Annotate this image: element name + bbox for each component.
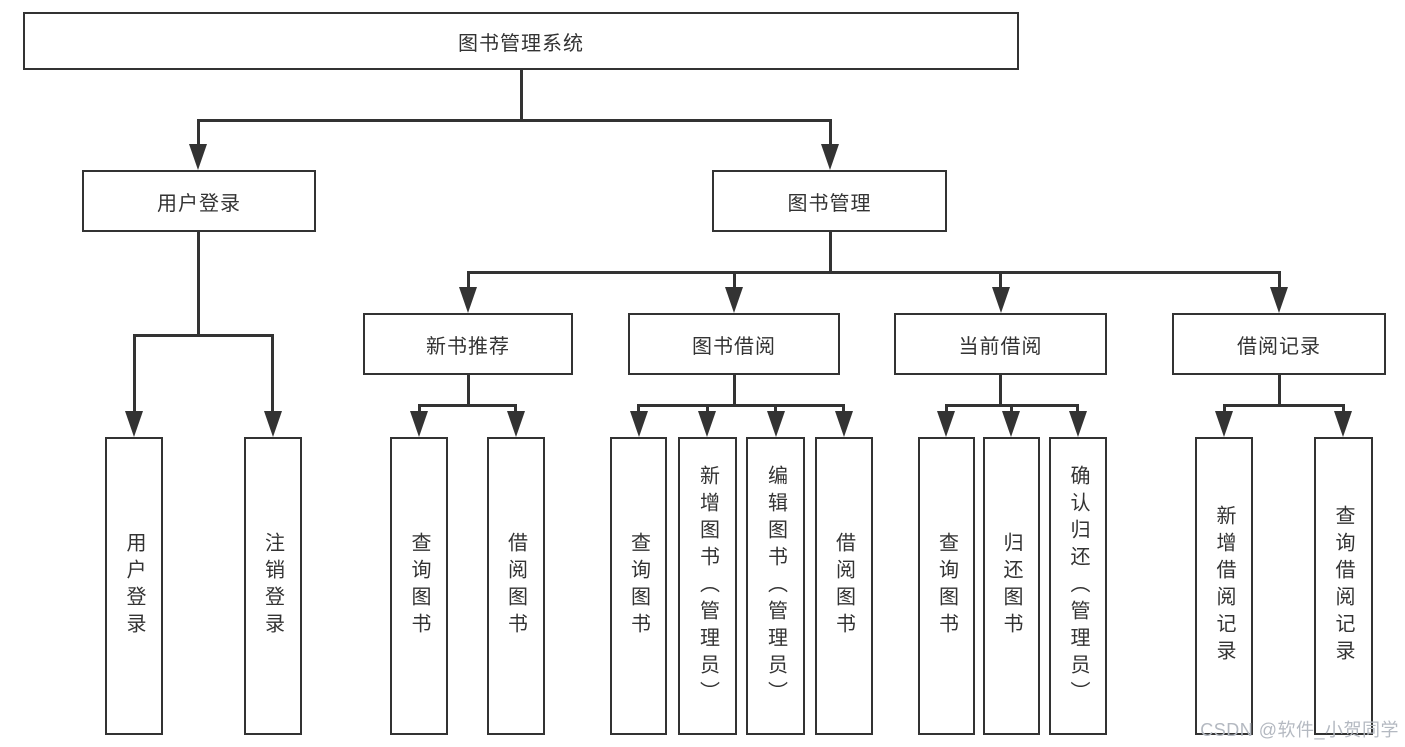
connector-line (1277, 271, 1281, 289)
connector-line (196, 119, 200, 147)
node-current-borrow: 当前借阅 (894, 313, 1107, 375)
connector-arrow (459, 287, 477, 313)
leaf-confirm-return-admin: 确认归还（管理员） (1049, 437, 1107, 735)
connector-line (466, 271, 470, 289)
node-library-system: 图书管理系统 (23, 12, 1019, 70)
connector-arrow (725, 287, 743, 313)
connector-line (637, 404, 640, 413)
connector-arrow (937, 411, 955, 437)
connector-line (732, 375, 736, 406)
connector-line (1076, 404, 1079, 413)
connector-arrow (698, 411, 716, 437)
connector-line (999, 375, 1002, 406)
leaf-add-borrow-record: 新增借阅记录 (1195, 437, 1253, 735)
connector-arrow (125, 411, 143, 437)
node-new-book-recommend: 新书推荐 (363, 313, 573, 375)
leaf-add-books-admin: 新增图书（管理员） (678, 437, 737, 735)
connector-arrow (1334, 411, 1352, 437)
leaf-query-borrow-record: 查询借阅记录 (1313, 437, 1373, 735)
connector-arrow (189, 144, 207, 170)
connector-line (944, 404, 948, 413)
connector-line (132, 333, 274, 337)
connector-arrow (766, 411, 785, 437)
connector-line (732, 271, 736, 289)
connector-line (828, 232, 832, 272)
connector-line (196, 118, 832, 122)
leaf-query-books-2: 查询图书 (610, 437, 667, 735)
connector-line (1222, 403, 1345, 407)
connector-line (774, 404, 777, 413)
connector-line (196, 232, 200, 336)
connector-arrow (1215, 411, 1233, 437)
connector-line (828, 119, 832, 147)
connector-arrow (410, 411, 428, 437)
connector-line (417, 403, 517, 407)
connector-arrow (1002, 411, 1020, 437)
connector-line (1222, 404, 1226, 413)
connector-arrow (1270, 287, 1288, 313)
connector-line (466, 270, 1281, 274)
leaf-borrow-books-1: 借阅图书 (486, 437, 545, 735)
node-user-login: 用户登录 (82, 170, 316, 232)
connector-line (705, 404, 709, 413)
connector-line (132, 334, 136, 411)
connector-arrow (1068, 411, 1087, 437)
connector-arrow (629, 411, 648, 437)
leaf-user-login: 用户登录 (105, 437, 163, 735)
connector-line (519, 70, 523, 120)
node-book-borrow: 图书借阅 (628, 313, 840, 375)
connector-arrow (991, 287, 1010, 313)
node-borrow-records: 借阅记录 (1172, 313, 1386, 375)
connector-arrow (834, 411, 853, 437)
connector-line (637, 403, 845, 407)
connector-line (1009, 404, 1013, 413)
connector-line (271, 334, 274, 411)
leaf-edit-books-admin: 编辑图书（管理员） (746, 437, 805, 735)
leaf-query-books-1: 查询图书 (390, 437, 448, 735)
leaf-return-books: 归还图书 (982, 437, 1040, 735)
connector-line (999, 271, 1002, 289)
connector-arrow (821, 144, 839, 170)
connector-line (1277, 375, 1281, 406)
leaf-query-books-3: 查询图书 (918, 437, 975, 735)
connector-arrow (506, 411, 525, 437)
csdn-watermark: CSDN @软件_小贺同学 (1200, 720, 1399, 740)
leaf-logout: 注销登录 (243, 437, 302, 735)
connector-arrow (263, 411, 282, 437)
connector-line (514, 404, 517, 413)
connector-line (417, 404, 421, 413)
leaf-borrow-books-2: 借阅图书 (814, 437, 873, 735)
connector-line (842, 404, 845, 413)
connector-line (1341, 404, 1345, 413)
node-book-management: 图书管理 (712, 170, 947, 232)
connector-line (466, 375, 470, 406)
